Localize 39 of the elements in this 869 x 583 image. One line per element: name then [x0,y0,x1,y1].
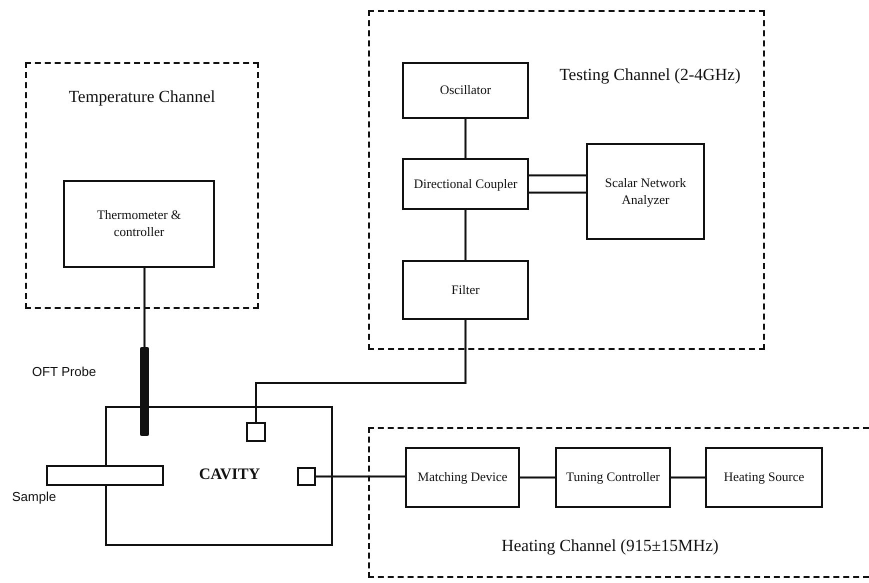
connector-line [316,476,405,478]
connector-line [464,210,466,260]
connector-line [144,268,146,347]
port-square [297,467,316,486]
channel-title: Temperature Channel [68,86,216,108]
block-label: Matching Device [416,469,508,486]
block-label: Filter [450,282,481,298]
connector-line [529,174,586,176]
dashed-group-frame [368,427,869,578]
channel-title: Testing Channel (2-4GHz) [558,64,742,86]
connector-line [255,320,466,422]
block-box [405,447,520,508]
dashed-group-frame [25,62,259,309]
block-box [402,158,529,210]
block-label: Directional Coupler [412,176,518,192]
connector-line [464,119,466,158]
part-label: OFT Probe [32,364,96,379]
block-box [555,447,671,508]
port-square [246,422,266,442]
probe-bar [140,347,149,436]
block-label: Tuning Controller [565,469,661,486]
block-box [402,62,529,119]
dashed-group-frame [368,10,765,350]
block-box [402,260,529,320]
block-box [705,447,823,508]
cavity-box [105,406,333,546]
sample-bar [46,465,164,486]
channel-title: Heating Channel (915±15MHz) [500,535,720,557]
block-box [63,180,215,268]
block-label: Thermometer & controller [96,207,182,241]
connector-line [520,476,555,478]
cavity-label: CAVITY [199,466,260,484]
connector-line [529,192,586,194]
part-label: Sample [12,489,56,504]
block-box [586,143,705,240]
block-label: Scalar Network Analyzer [604,174,688,208]
block-label: Heating Source [722,469,806,486]
block-label: Oscillator [438,82,492,99]
connector-line [671,476,705,478]
